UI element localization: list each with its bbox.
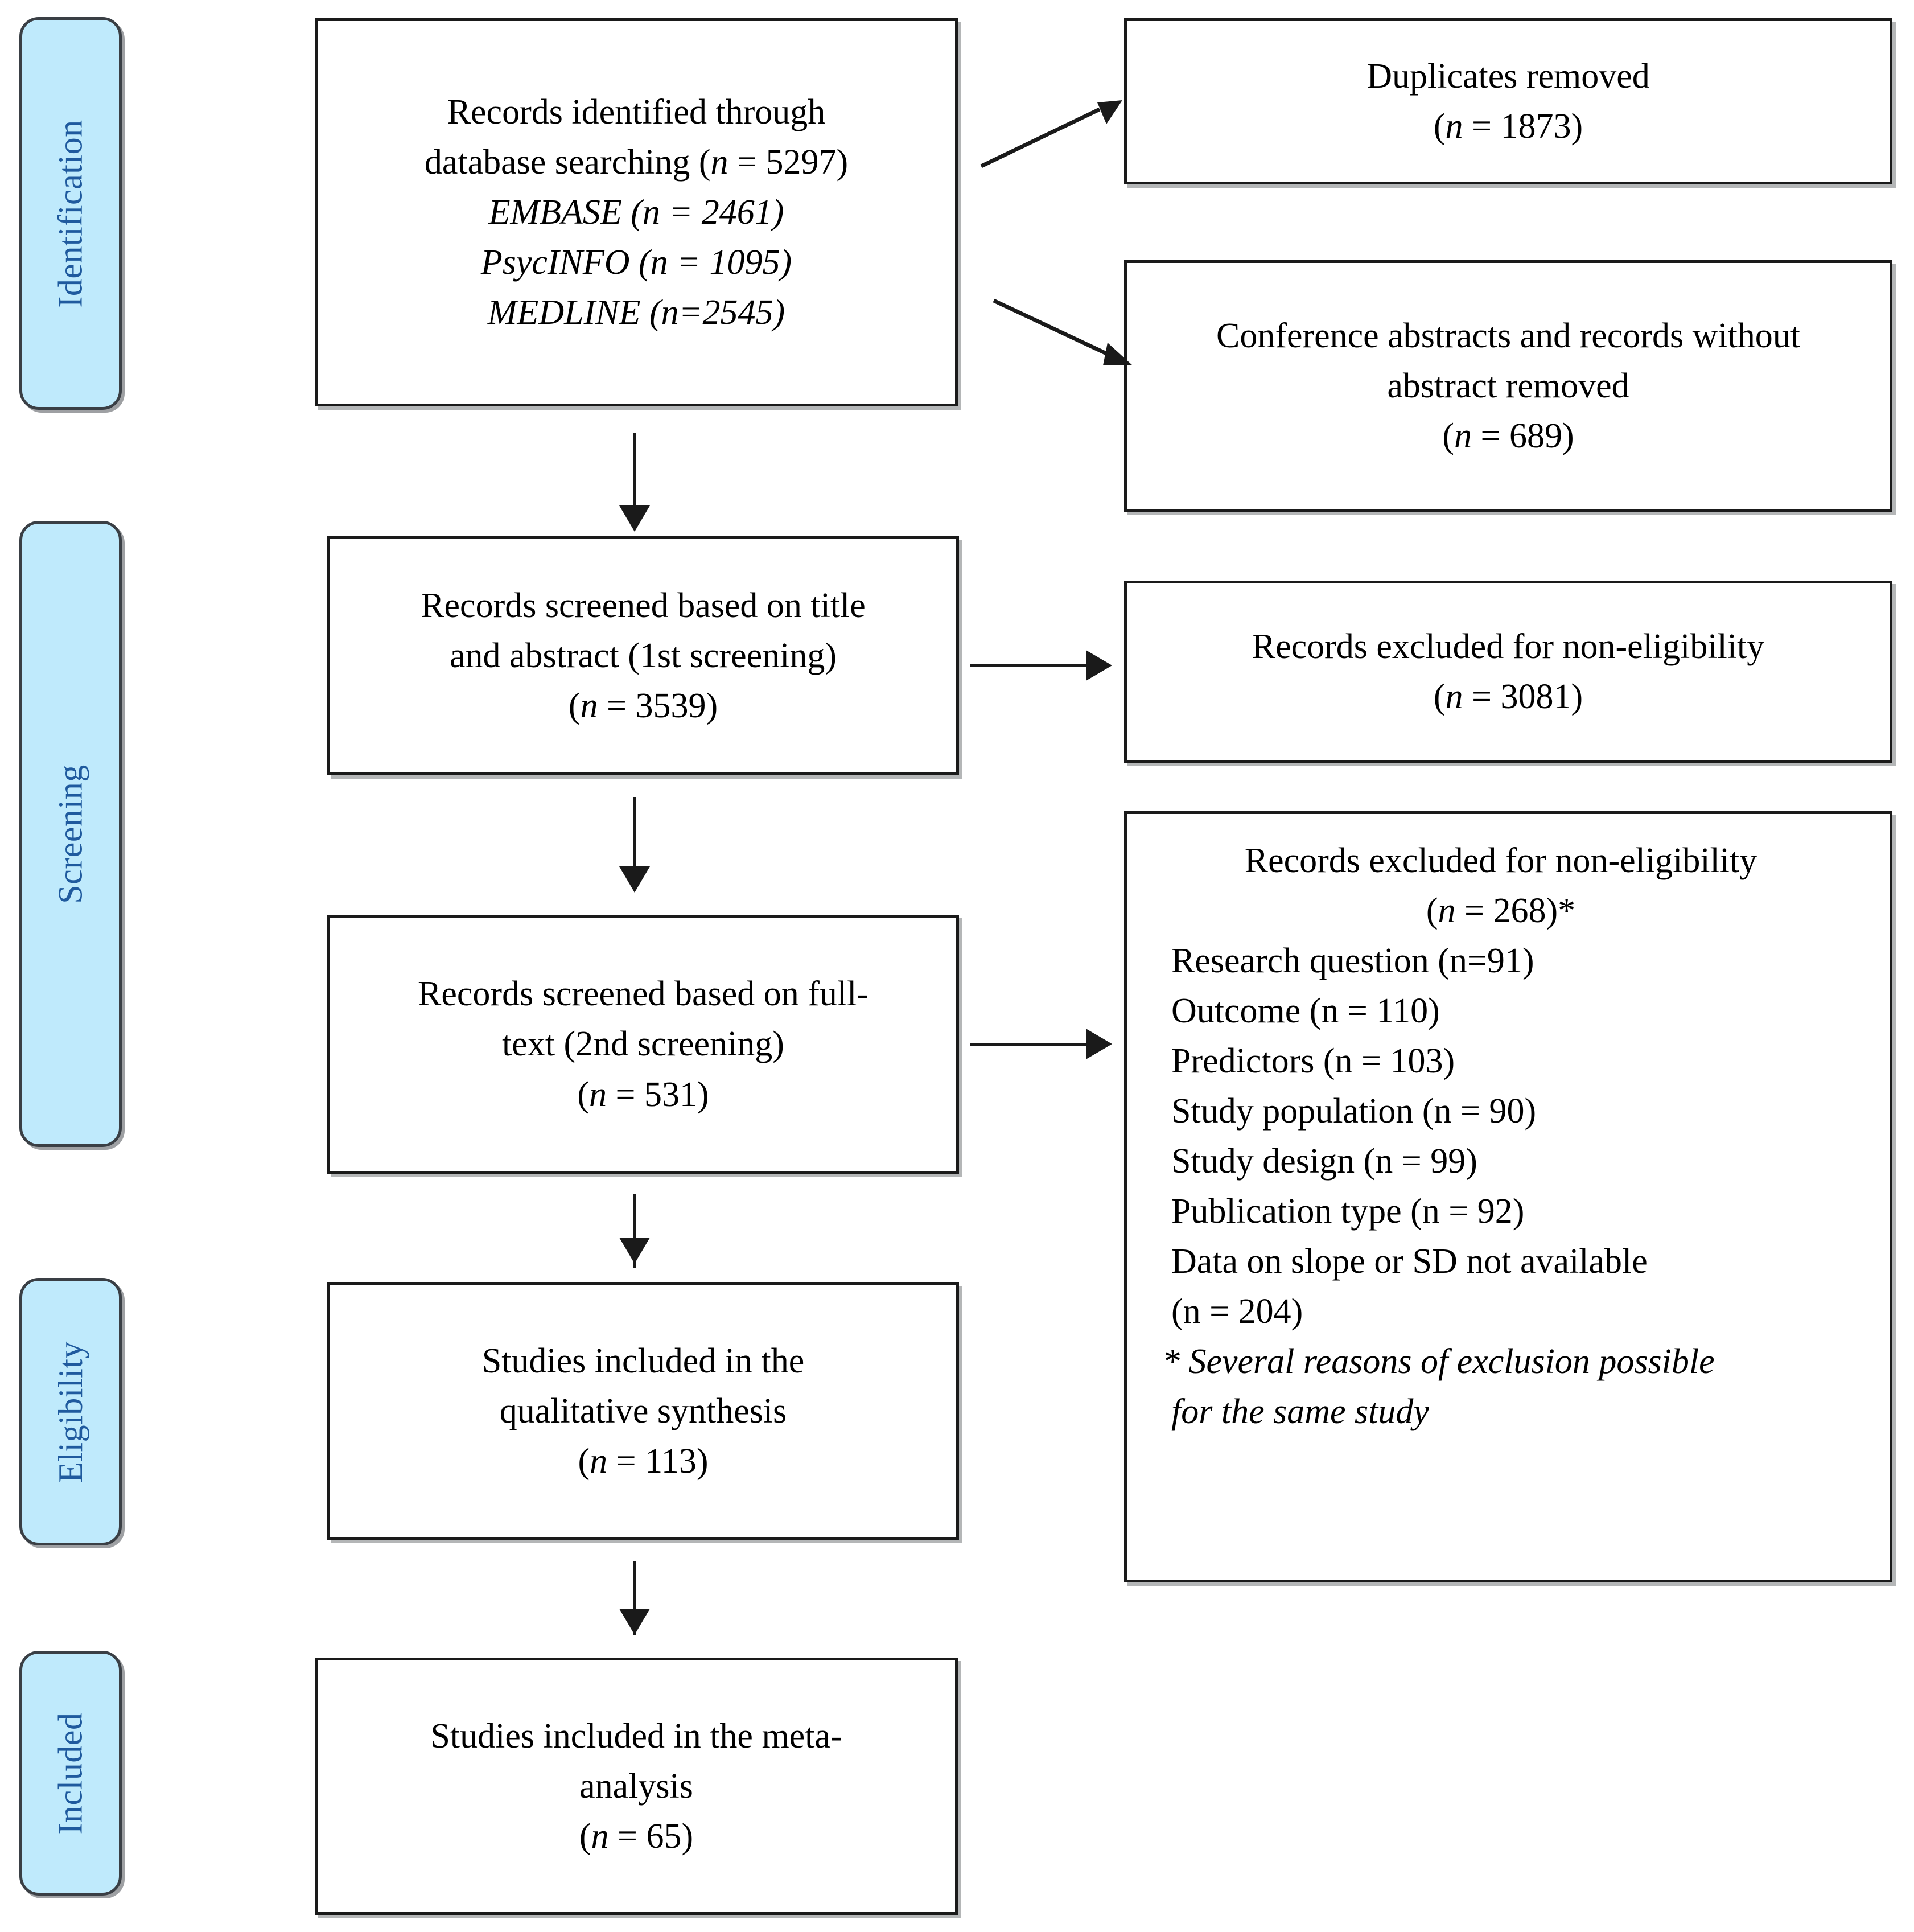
box-line: Publication type (n = 92) [1171,1192,1525,1231]
box-line: qualitative synthesis [499,1391,787,1430]
box-line: database searching (n = 5297) [424,142,849,182]
box-line: Study design (n = 99) [1171,1142,1477,1181]
connector-qualitative-to-meta [633,1561,636,1635]
box-duplicates-removed: Duplicates removed (n = 1873) [1124,18,1892,184]
box-line: Duplicates removed [1366,56,1650,96]
box-line: (n = 268)* [1426,891,1576,931]
stage-label-eligibility-text: Eligibility [51,1341,89,1483]
box-line: abstract removed [1387,366,1629,405]
box-records-identified: Records identified through database sear… [315,18,958,406]
connector-fulltext-to-qualitative [633,1194,636,1268]
arrowhead-down-icon [619,866,650,893]
box-line: Records screened based on title [421,586,866,625]
box-line: (n = 3539) [568,687,718,726]
box-line: and abstract (1st screening) [449,636,837,675]
box-studies-qualitative-synthesis: Studies included in the qualitative synt… [327,1282,959,1540]
box-line: (n = 113) [578,1442,709,1481]
arrowhead-right-icon [1086,1029,1112,1059]
connector-identified-to-screened-title [633,433,636,512]
box-line: (n = 65) [579,1817,694,1856]
box-line: (n = 1873) [1433,107,1583,146]
stage-label-identification: Identification [19,17,122,410]
stage-label-screening: Screening [19,521,122,1147]
box-line: Records identified through [447,92,826,131]
stage-label-identification-text: Identification [51,119,89,308]
box-line: Records screened based on full- [418,975,868,1014]
box-line: EMBASE (n = 2461) [488,192,784,232]
arrowhead-down-icon [619,1609,650,1635]
box-footnote-line: * Several reasons of exclusion possible [1162,1342,1715,1382]
box-line: (n = 3081) [1433,677,1583,716]
box-line: Records excluded for non-eligibility [1244,841,1757,880]
box-line: Data on slope or SD not available [1171,1242,1648,1281]
box-line: Studies included in the meta- [430,1716,842,1756]
box-records-excluded-second-screening: Records excluded for non-eligibility (n … [1124,811,1892,1582]
box-line: Records excluded for non-eligibility [1252,627,1765,666]
box-line: Predictors (n = 103) [1171,1042,1455,1081]
box-records-excluded-first-screening: Records excluded for non-eligibility (n … [1124,581,1892,763]
connector-identified-to-conference [993,298,1133,365]
box-line: Research question (n=91) [1171,942,1534,981]
connector-fulltext-to-excluded-268 [970,1043,1090,1046]
box-line: Outcome (n = 110) [1171,992,1440,1031]
arrowhead-down-icon [619,1238,650,1264]
box-line: analysis [579,1766,693,1806]
stage-label-included: Included [19,1651,122,1896]
box-studies-meta-analysis: Studies included in the meta- analysis (… [315,1658,958,1915]
connector-screened-title-to-excluded [970,664,1090,667]
arrowhead-down-icon [619,505,650,532]
stage-label-eligibility: Eligibility [19,1278,122,1545]
box-line: (n = 204) [1171,1292,1303,1331]
box-line: (n = 689) [1442,417,1574,456]
box-line: (n = 531) [577,1075,709,1114]
stage-label-screening-text: Screening [51,764,89,904]
box-line: Conference abstracts and records without [1216,316,1801,355]
box-records-screened-full-text: Records screened based on full- text (2n… [327,915,959,1174]
box-line: Study population (n = 90) [1171,1092,1537,1131]
arrowhead-right-icon [1086,650,1112,681]
box-footnote-line: for the same study [1171,1392,1429,1432]
box-conference-abstracts-removed: Conference abstracts and records without… [1124,260,1892,512]
box-line: PsycINFO (n = 1095) [480,243,792,282]
stage-label-included-text: Included [51,1712,89,1834]
box-records-screened-title-abstract: Records screened based on title and abst… [327,536,959,775]
box-line: Studies included in the [481,1341,805,1380]
connector-identified-to-duplicates [980,100,1122,168]
box-line: MEDLINE (n=2545) [487,293,785,332]
connector-screened-title-to-fulltext [633,797,636,874]
box-line: text (2nd screening) [502,1025,784,1064]
